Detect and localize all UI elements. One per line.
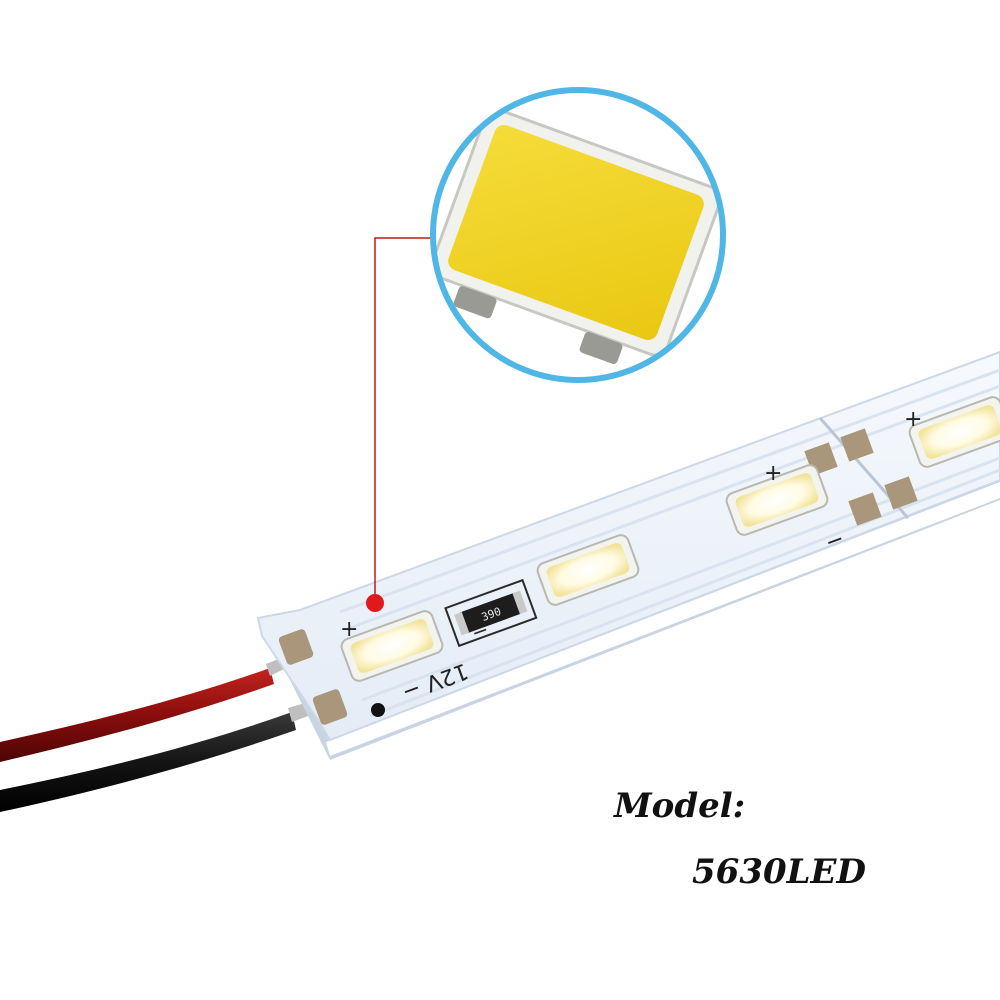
led-chip-3 — [725, 464, 829, 536]
led-zoom-view — [430, 87, 726, 383]
polarity-dot — [371, 703, 385, 717]
solder-pads — [804, 428, 918, 526]
led-chip-4 — [908, 396, 1000, 468]
plus-mark-2: + — [764, 461, 782, 486]
callout-line — [374, 237, 437, 603]
callout — [366, 237, 437, 612]
resistor: 390 — [444, 578, 538, 648]
zoom-ring — [430, 87, 726, 383]
black-wire — [0, 712, 296, 812]
led-chips — [340, 396, 1000, 682]
terminal-minus — [312, 689, 348, 725]
led-chip-2 — [536, 534, 640, 606]
minus-mark-2: − — [468, 617, 492, 645]
zoomed-led-chip — [435, 108, 721, 365]
resistor-code: 390 — [480, 605, 503, 624]
plus-mark-1: + — [340, 617, 358, 642]
led-strip: 390 + + + − − 12V − — [256, 350, 1000, 760]
callout-dot — [366, 594, 384, 612]
terminal-plus — [278, 629, 314, 665]
model-label: Model: — [614, 786, 746, 826]
red-wire — [0, 668, 274, 762]
led-chip-1 — [340, 610, 444, 682]
power-wires — [0, 652, 324, 812]
plus-mark-3: + — [904, 407, 922, 432]
model-value: 5630LED — [692, 852, 866, 892]
